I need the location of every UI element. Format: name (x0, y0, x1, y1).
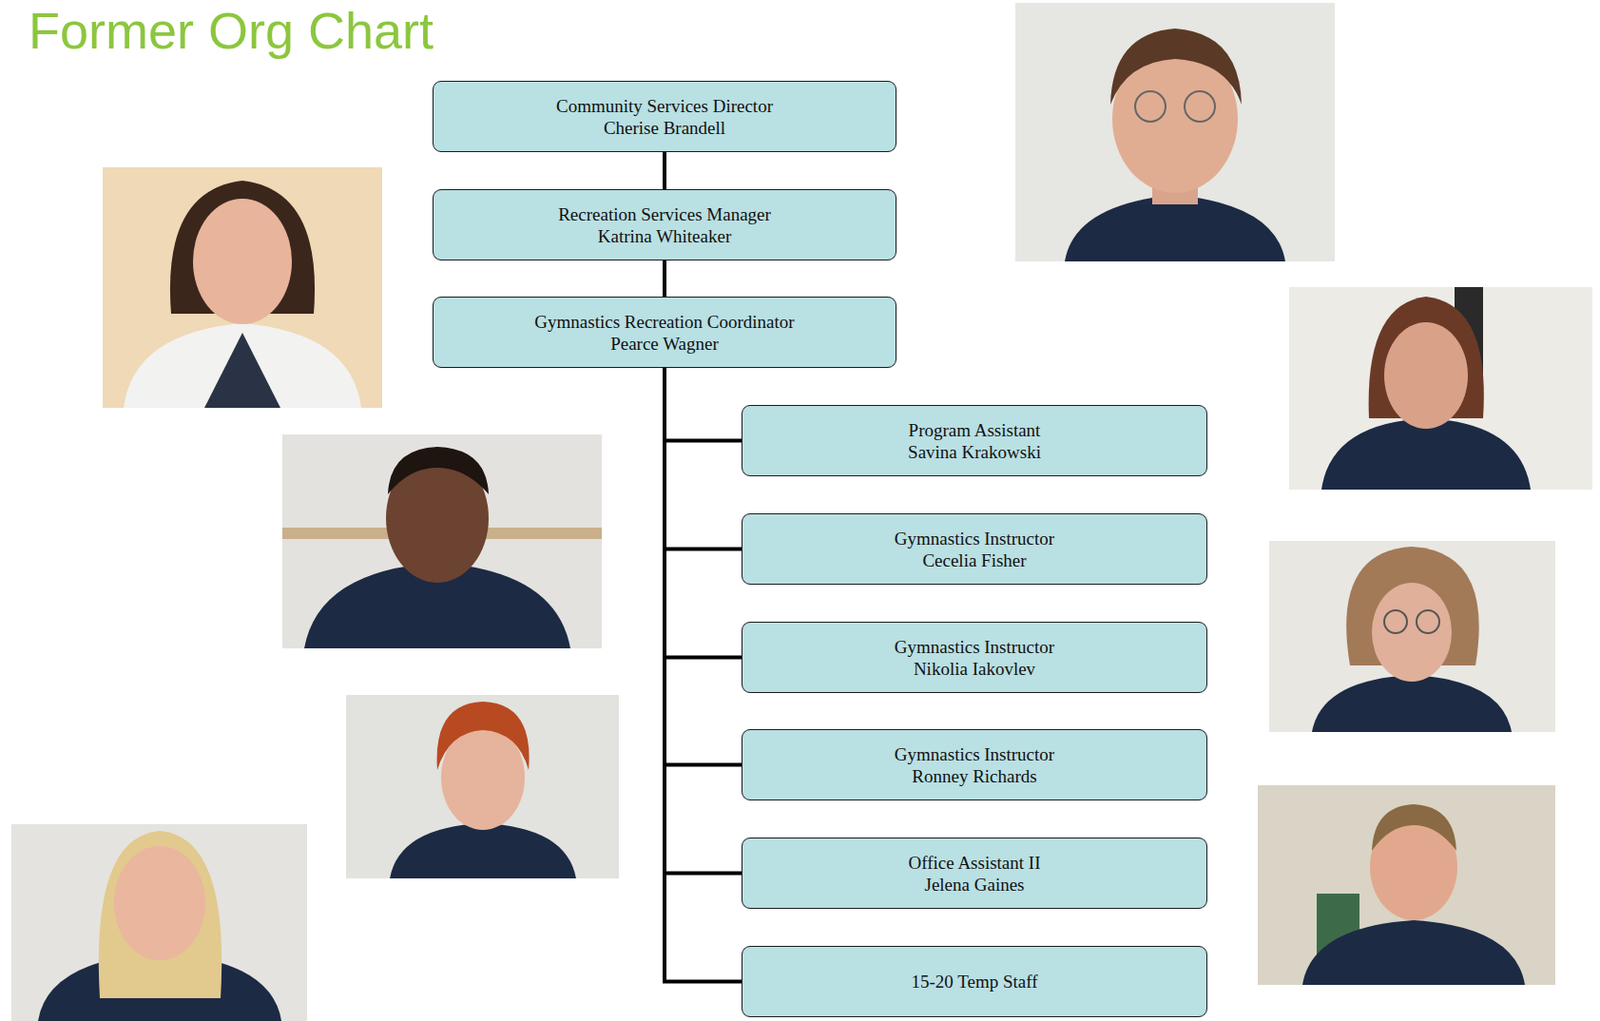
staff-photo (1257, 785, 1556, 985)
chart-title: Former Org Chart (28, 0, 434, 61)
staff-photo (102, 167, 383, 408)
org-connector (664, 367, 742, 550)
person-name: Pearce Wagner (610, 332, 719, 355)
org-connector (664, 367, 742, 766)
role-title: Gymnastics Instructor (894, 743, 1055, 766)
person-name: Cecelia Fisher (922, 549, 1026, 572)
org-box: Office Assistant IIJelena Gaines (741, 837, 1208, 909)
role-title: Recreation Services Manager (558, 203, 772, 226)
org-box: Gymnastics InstructorCecelia Fisher (741, 513, 1208, 585)
org-connector (664, 367, 742, 658)
person-name: Savina Krakowski (907, 441, 1041, 463)
staff-photo (1015, 2, 1335, 262)
staff-photo (1269, 540, 1556, 733)
role-title: Office Assistant II (908, 851, 1041, 874)
role-title: Gymnastics Recreation Coordinator (534, 310, 794, 333)
org-connector (664, 260, 666, 297)
staff-photo (346, 694, 619, 879)
org-box: Community Services DirectorCherise Brand… (432, 80, 897, 153)
org-connector (664, 367, 742, 983)
person-name: Ronney Richards (911, 765, 1037, 788)
role-title: Community Services Director (556, 95, 773, 117)
staff-photo (11, 824, 308, 1021)
org-box: Program AssistantSavina Krakowski (741, 404, 1208, 477)
role-title: Gymnastics Instructor (894, 636, 1055, 658)
person-name: Katrina Whiteaker (597, 225, 733, 248)
role-title: Program Assistant (908, 419, 1041, 442)
person-name: Jelena Gaines (925, 873, 1025, 896)
role-title: Gymnastics Instructor (894, 527, 1055, 550)
org-connector (664, 367, 742, 874)
person-name: Nikolia Iakovlev (913, 657, 1036, 680)
person-name: Cherise Brandell (603, 116, 726, 139)
staff-photo (282, 434, 602, 649)
org-connector (664, 367, 742, 442)
org-box: Gymnastics InstructorRonney Richards (741, 729, 1208, 801)
org-box: Recreation Services ManagerKatrina White… (432, 189, 897, 261)
role-title: 15-20 Temp Staff (910, 970, 1038, 993)
org-box: Gymnastics Recreation CoordinatorPearce … (432, 296, 897, 368)
org-box: 15-20 Temp Staff (741, 945, 1208, 1018)
org-connector (664, 152, 666, 190)
staff-photo (1289, 287, 1593, 490)
org-box: Gymnastics InstructorNikolia Iakovlev (741, 621, 1208, 694)
